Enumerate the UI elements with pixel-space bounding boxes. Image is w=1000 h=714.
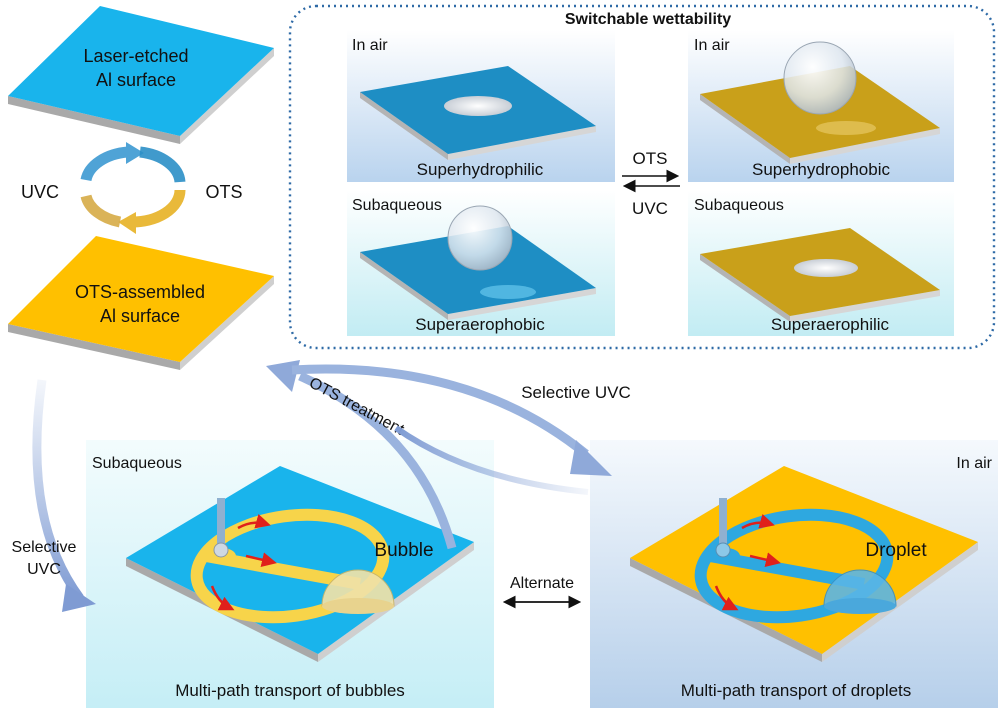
cycle-uvc-label: UVC (21, 182, 59, 202)
panel-env-2: In air (694, 37, 730, 54)
panel-superaerophilic: Subaqueous Superaerophilic (688, 190, 954, 336)
panel-env-1: In air (352, 37, 388, 54)
droplet-transport-panel: In air Droplet Multi-path transport of d… (590, 440, 998, 708)
droplet-label: Droplet (865, 540, 927, 561)
panel-superaerophobic: Subaqueous Superaerophobic (347, 190, 615, 336)
selective-uvc-left-2: UVC (27, 561, 61, 578)
panel-superhydrophobic: In air Superhydrophobic (688, 30, 954, 182)
ots-treatment-arrow (298, 371, 457, 550)
water-droplet (783, 41, 857, 115)
switch-title: Switchable wettability (565, 11, 731, 28)
laser-etched-label-1: Laser-etched (83, 46, 188, 66)
selective-uvc-top-arrow (291, 364, 589, 458)
panel-label-4: Superaerophilic (771, 315, 890, 334)
panel-env-3: Subaqueous (352, 197, 442, 214)
panel-label-2: Superhydrophobic (752, 160, 890, 179)
alternate-label: Alternate (510, 575, 574, 592)
ots-assembled-plate: OTS-assembled Al surface (8, 236, 274, 370)
water-film (444, 96, 512, 116)
panel-env-4: Subaqueous (694, 197, 784, 214)
bubble-transport-panel: Subaqueous Bubble Multi-path transport o… (86, 440, 494, 708)
bubble-caption: Multi-path transport of bubbles (175, 681, 405, 700)
selective-uvc-left-1: Selective (12, 539, 77, 556)
cycle-arrows (80, 142, 186, 234)
panel-label-3: Superaerophobic (415, 315, 545, 334)
switch-ots-label: OTS (633, 149, 668, 168)
panel-label-1: Superhydrophilic (417, 160, 544, 179)
droplet-panel-env: In air (956, 455, 992, 472)
bubble-panel-env: Subaqueous (92, 455, 182, 472)
ots-treatment-label: OTS treatment (306, 375, 407, 440)
panel-superhydrophilic: In air Superhydrophilic (347, 30, 615, 182)
switch-frame (288, 4, 996, 350)
ots-assembled-label-1: OTS-assembled (75, 282, 205, 302)
laser-etched-plate: Laser-etched Al surface (8, 6, 274, 144)
bubble-label: Bubble (374, 540, 433, 561)
ots-assembled-label-2: Al surface (100, 306, 180, 326)
droplet-caption: Multi-path transport of droplets (681, 681, 912, 700)
selective-uvc-left-arrow (32, 379, 84, 601)
laser-etched-label-2: Al surface (96, 70, 176, 90)
switch-uvc-label: UVC (632, 199, 668, 218)
cycle-ots-label: OTS (205, 182, 242, 202)
air-film (794, 259, 858, 277)
air-bubble (447, 205, 513, 271)
selective-uvc-top-label: Selective UVC (521, 383, 631, 402)
